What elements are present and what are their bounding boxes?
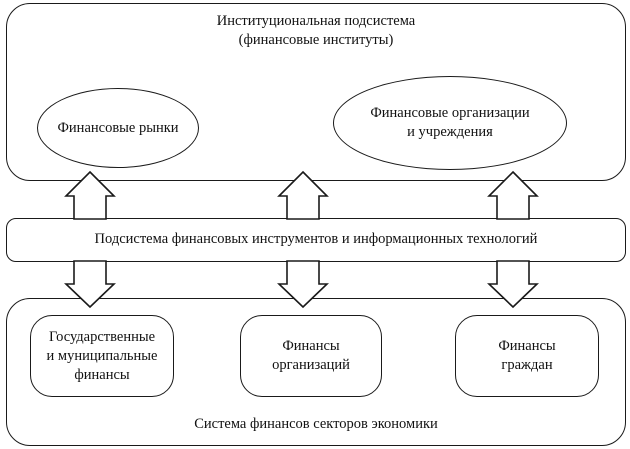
state-finance-line1: Государственные [48, 328, 156, 345]
instruments-subsystem-box [6, 218, 626, 262]
financial-organizations-line2: и учреждения [407, 124, 493, 140]
state-finance-line3: финансы [74, 366, 130, 383]
citizen-finance-line1: Финансы [498, 338, 556, 354]
org-finance-line2: организаций [272, 357, 350, 373]
institutional-title-line2: (финансовые институты) [238, 32, 394, 48]
ellipse-financial-markets: Финансовые рынки [37, 88, 199, 168]
financial-markets-label: Финансовые рынки [57, 119, 179, 136]
financial-organizations-line1: Финансовые организации [370, 105, 530, 121]
instruments-label: Подсистема финансовых инструментов и инф… [94, 231, 538, 247]
up-arrow-icon [277, 170, 329, 220]
state-finance-line2: и муниципальные [46, 347, 158, 364]
down-arrow-icon [277, 260, 329, 309]
org-finance-line1: Финансы [282, 338, 340, 354]
down-arrow-icon [487, 260, 539, 309]
down-arrow-icon [64, 260, 116, 309]
box-organization-finance: Финансы организаций [240, 315, 382, 397]
up-arrow-icon [64, 170, 116, 220]
sectors-system-box [6, 298, 626, 446]
citizen-finance-line2: граждан [501, 357, 553, 373]
box-state-municipal-finance: Государственные и муниципальные финансы [30, 315, 174, 397]
sectors-label: Система финансов секторов экономики [194, 416, 438, 432]
ellipse-financial-organizations: Финансовые организации и учреждения [333, 76, 567, 170]
institutional-title-line1: Институциональная подсистема [216, 13, 416, 29]
up-arrow-icon [487, 170, 539, 220]
institutional-title: Институциональная подсистема (финансовые… [6, 12, 626, 50]
box-citizen-finance: Финансы граждан [455, 315, 599, 397]
